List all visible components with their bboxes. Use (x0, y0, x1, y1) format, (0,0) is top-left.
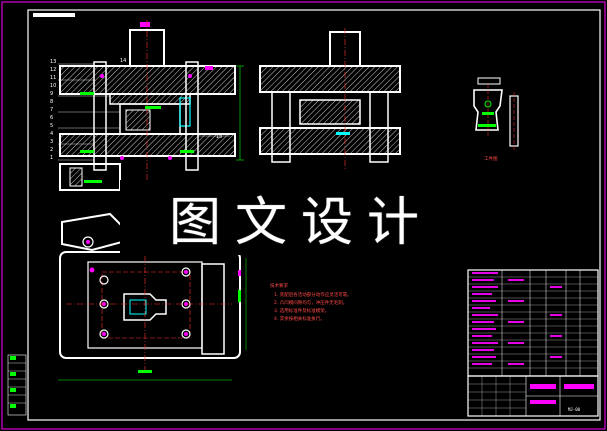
svg-text:2: 2 (50, 147, 53, 153)
svg-text:4. 其余按相关标准执行。: 4. 其余按相关标准执行。 (274, 315, 325, 322)
svg-text:技术要求: 技术要求 (270, 282, 288, 289)
svg-text:2. 凸凹模间隙均匀，冲压件无毛刺。: 2. 凸凹模间隙均匀，冲压件无毛刺。 (274, 299, 347, 306)
svg-text:1: 1 (50, 155, 53, 161)
inner-border (27, 9, 601, 421)
svg-text:5: 5 (50, 123, 53, 129)
svg-text:14: 14 (120, 58, 126, 64)
watermark-banner: 图文设计 (120, 180, 482, 255)
parts-list-table (467, 269, 599, 377)
watermark-text: 图文设计 (168, 193, 433, 253)
svg-text:7: 7 (50, 107, 53, 113)
svg-text:13: 13 (50, 59, 56, 65)
part-number-list: 13 12 11 10 9 8 7 6 5 4 3 2 1 15 14 (50, 58, 222, 161)
technical-notes: 技术要求 1. 装配后各活动部分动作应灵活可靠。 2. 凸凹模间隙均匀，冲压件无… (270, 282, 352, 322)
front-section-view (58, 20, 244, 191)
svg-text:10: 10 (50, 83, 56, 89)
workpiece-detail: 工件图 (473, 77, 519, 162)
svg-text:1. 装配后各活动部分动作应灵活可靠。: 1. 装配后各活动部分动作应灵活可靠。 (274, 291, 352, 298)
svg-text:11: 11 (50, 75, 56, 81)
title-block: MJ-00 (467, 375, 599, 417)
binding-strip (7, 354, 27, 416)
svg-text:15: 15 (216, 134, 222, 140)
svg-text:工件图: 工件图 (484, 155, 498, 162)
plan-view (58, 212, 247, 381)
svg-text:3. 选用标准件及标准模架。: 3. 选用标准件及标准模架。 (274, 307, 329, 314)
svg-text:8: 8 (50, 99, 53, 105)
svg-text:6: 6 (50, 115, 53, 121)
svg-text:3: 3 (50, 139, 53, 145)
svg-text:12: 12 (50, 67, 56, 73)
svg-text:4: 4 (50, 131, 53, 137)
side-section-view (259, 28, 401, 170)
svg-text:9: 9 (50, 91, 53, 97)
corner-marker (33, 13, 75, 17)
svg-text:MJ-00: MJ-00 (568, 407, 581, 412)
